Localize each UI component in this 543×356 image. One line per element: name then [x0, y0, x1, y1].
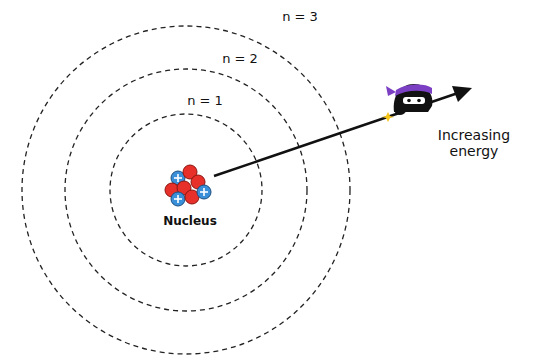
energy-arrow: [214, 93, 458, 176]
orbit-label: n = 2: [220, 52, 260, 67]
spark-symbol: [382, 112, 394, 122]
orbit-label: n = 3: [280, 10, 320, 25]
orbit-circle: [65, 69, 307, 311]
orbit-circle: [110, 114, 262, 266]
ninja-character: [386, 84, 432, 115]
arrow-head: [452, 86, 472, 102]
nucleus-symbol: [165, 165, 211, 206]
energy-label: Increasing energy: [422, 127, 526, 159]
nucleus-label: Nucleus: [161, 215, 219, 229]
orbit-label: n = 1: [185, 94, 225, 109]
orbit-circle: [22, 26, 350, 354]
